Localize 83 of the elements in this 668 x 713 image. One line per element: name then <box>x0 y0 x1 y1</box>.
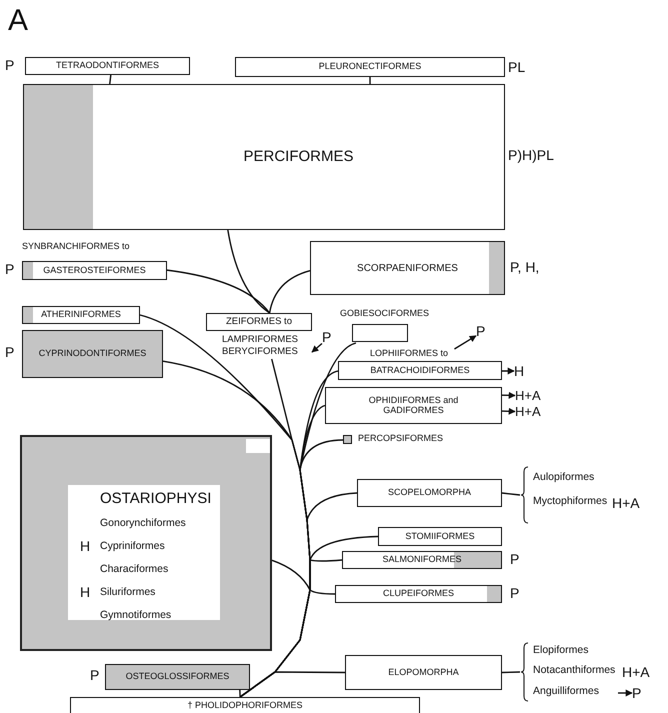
taxon-box <box>22 330 163 378</box>
trait-code: P, H, <box>510 260 540 276</box>
taxon-box <box>235 57 505 77</box>
branch-line <box>166 269 270 314</box>
taxon-name: ZEIFORMES to <box>226 316 292 328</box>
branch-line <box>369 77 371 84</box>
taxon-name: Siluriformes <box>100 587 156 599</box>
branch-line <box>227 230 270 314</box>
trait-code: P <box>5 345 14 360</box>
taxon-box <box>25 57 190 75</box>
taxon-name: Aulopiformes <box>533 472 594 484</box>
taxon-name: SCORPAENIFORMES <box>357 262 458 274</box>
arrow <box>502 368 515 374</box>
taxon-name: CYPRINODONTIFORMES <box>38 349 146 359</box>
trait-code: P <box>510 552 520 568</box>
taxon-box <box>345 655 502 690</box>
trait-code: P <box>632 685 644 701</box>
taxon-box <box>378 527 502 546</box>
taxon-box <box>20 435 272 651</box>
branch-line <box>268 270 310 314</box>
trait-code: P <box>322 330 333 345</box>
arrow <box>454 335 477 350</box>
taxon-name: ATHERINIFORMES <box>41 310 121 320</box>
trait-code: H+A <box>515 388 549 403</box>
branch-line <box>239 690 241 698</box>
arrow <box>311 342 322 353</box>
trait-code: H+A <box>622 665 650 680</box>
trait-code: H <box>80 585 90 600</box>
taxon-name: Elopiformes <box>533 645 588 657</box>
taxon-box <box>325 387 502 424</box>
taxon-name: BATRACHOIDIFORMES <box>370 366 470 376</box>
trait-code: P <box>476 323 489 339</box>
trait-code: H+A <box>612 496 640 512</box>
trait-code: P <box>510 586 520 602</box>
taxon-name: Gymnotiformes <box>100 610 172 622</box>
taxon-name: OPHIDIIFORMES and GADIFORMES <box>368 396 460 416</box>
trait-code: PL <box>508 60 526 76</box>
taxon-name: PERCIFORMES <box>243 148 354 166</box>
trait-code: P)H)PL <box>508 148 554 164</box>
trait-code: P <box>5 262 14 278</box>
taxon-box <box>23 84 505 230</box>
taxon-box <box>310 241 505 295</box>
taxon-box <box>335 585 502 603</box>
taxon-name: TETRAODONTIFORMES <box>56 61 159 71</box>
taxon-box <box>357 479 502 507</box>
taxon-name: † PHOLIDOPHORIFORMES <box>187 701 303 712</box>
taxon-name: Gonorynchiformes <box>100 518 186 530</box>
taxon-name: GASTEROSTEIFORMES <box>43 266 146 276</box>
taxon-name: LAMPRIFORMES BERYCIFORMES <box>222 334 296 358</box>
taxon-name: GOBIESOCIFORMES <box>340 309 430 319</box>
taxon-name: Myctophiformes <box>533 496 608 508</box>
taxon-name: OSTARIOPHYSI <box>100 491 212 508</box>
trait-code: H+A <box>515 404 549 419</box>
taxon-name: SALMONIFORMES <box>382 555 462 565</box>
taxon-name: Anguilliformes <box>533 686 599 698</box>
taxon-name: PERCOPSIFORMES <box>358 434 444 444</box>
taxon-name: LOPHIIFORMES to <box>370 349 448 359</box>
taxon-box <box>22 306 140 324</box>
arrow <box>502 408 516 415</box>
taxon-name: SCOPELOMORPHA <box>388 488 472 498</box>
branch-line <box>240 671 345 698</box>
taxon-name: Cypriniformes <box>100 541 165 553</box>
taxon-name: Characiformes <box>100 564 168 576</box>
trait-code: P <box>90 668 100 684</box>
taxon-box <box>70 697 420 713</box>
trait-code: H <box>514 363 526 379</box>
taxon-name: STOMIIFORMES <box>405 532 475 542</box>
taxon-name: Notacanthiformes <box>533 665 616 677</box>
branch-line <box>109 74 112 84</box>
taxon-name: OSTEOGLOSSIFORMES <box>126 672 230 682</box>
taxon-name: ELOPOMORPHA <box>388 668 459 678</box>
branch-line <box>502 492 520 496</box>
trait-code: P <box>5 58 14 74</box>
taxon-box <box>105 664 250 690</box>
trait-code: H <box>80 539 90 554</box>
taxon-box <box>342 551 502 569</box>
taxon-name: SYNBRANCHIFORMES to <box>22 242 130 252</box>
branch-line <box>502 671 520 674</box>
panel-letter: A <box>8 4 28 37</box>
taxon-name: PLEURONECTIFORMES <box>318 62 422 72</box>
arrow <box>618 690 633 696</box>
taxon-name: CLUPEIFORMES <box>382 589 454 599</box>
arrow <box>502 392 516 399</box>
